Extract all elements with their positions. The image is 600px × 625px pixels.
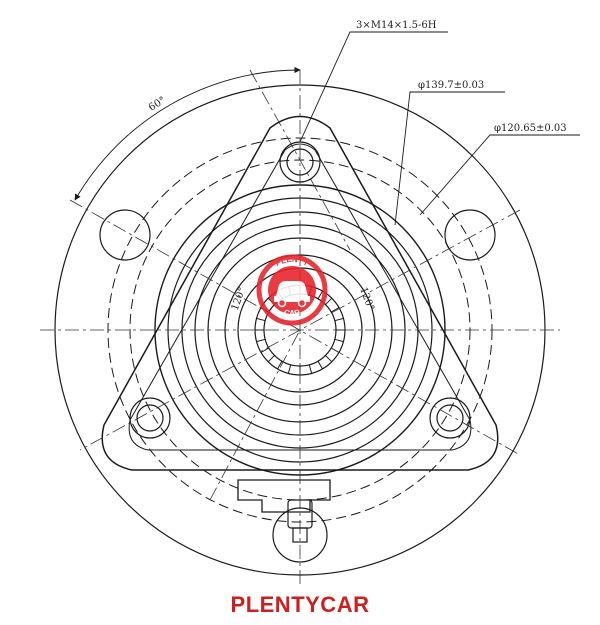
watermark-top-text: PLENTY: [274, 255, 311, 268]
spline-tooth: [260, 347, 270, 353]
spline-tooth: [317, 290, 323, 300]
triangular-flange: [101, 115, 499, 471]
angle-label-60: 60°: [147, 95, 168, 114]
spline-tooth: [325, 297, 333, 305]
centerline-sensor: [209, 329, 301, 501]
watermark-bottom-text: CAR: [283, 308, 301, 318]
spline-tooth: [330, 307, 340, 313]
spline-tooth: [334, 338, 344, 343]
watermark-ring: [256, 254, 328, 326]
spline-tooth: [334, 317, 344, 322]
car-wheel-left-icon: [277, 298, 287, 308]
bolt-hole-bottom-left-inner: [136, 404, 164, 432]
centerline-diag-left: [69, 199, 521, 456]
leader-pcd: [394, 91, 505, 226]
triangular-flange-inner: [128, 143, 472, 451]
brand-label: PLENTYCAR: [230, 592, 370, 617]
hub-assembly-drawing: 60° 120° 120° 3×M14×1.5-6H φ139.7±0.03 φ…: [40, 20, 580, 585]
pcd-dimension-label: φ139.7±0.03: [418, 80, 484, 91]
angle-label-120-left: 120°: [230, 286, 249, 312]
pilot-dimension-label: φ120.65±0.03: [494, 123, 567, 134]
car-wheel-right-icon: [297, 298, 307, 308]
spline-tooth: [277, 360, 283, 370]
bolt-hole-bottom-right: [429, 397, 471, 439]
angle-label-120-right: 120°: [357, 286, 376, 312]
spline-tooth: [317, 360, 323, 370]
wheel-hole-left: [99, 209, 151, 261]
spline-tooth: [325, 355, 333, 363]
spline-tooth: [256, 317, 266, 322]
car-icon: [274, 281, 310, 302]
spline-tooth: [256, 338, 266, 343]
centerline-diag-right: [79, 209, 521, 451]
thread-spec-label: 3×M14×1.5-6H: [356, 20, 437, 31]
wheel-hole-right: [444, 209, 496, 261]
bolt-hole-bottom-left: [129, 397, 171, 439]
sensor-bracket: [237, 479, 331, 513]
leader-thread: [299, 31, 448, 143]
spline-tooth: [267, 355, 275, 363]
bolt-hole-bottom-right-inner: [436, 404, 464, 432]
leader-pilot: [419, 134, 580, 216]
angle-arc-60: [74, 66, 301, 201]
spline-tooth: [308, 364, 313, 374]
plentycar-watermark-logo: PLENTY CAR: [256, 254, 328, 326]
spline-tooth: [287, 364, 292, 374]
